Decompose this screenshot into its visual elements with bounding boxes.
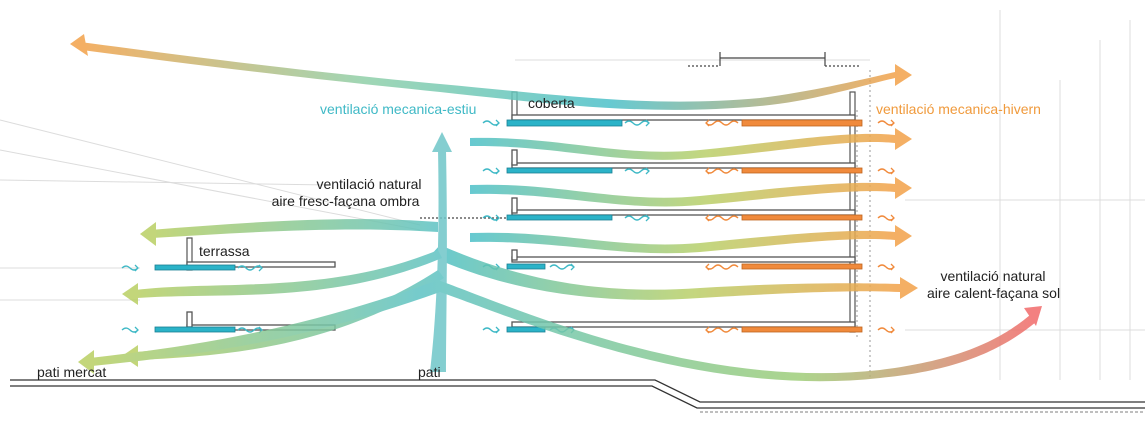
floor-airflow-1	[470, 133, 895, 160]
label-ventilacio-mecanica-hivern: ventilació mecanica-hivern	[876, 101, 1041, 117]
summer-ducts	[154, 119, 623, 333]
label-natural-fresc-line1: ventilació natural	[316, 176, 422, 192]
slab-coberta	[511, 114, 856, 121]
label-natural-fresc-line2: aire fresc-façana ombra	[271, 193, 420, 209]
airflow-ribbons	[70, 34, 1042, 382]
fresh-air-left-ribbon	[150, 219, 438, 238]
floor-airflow-3	[470, 230, 895, 254]
main-building-slabs	[511, 114, 856, 328]
label-coberta: coberta	[528, 95, 575, 111]
label-natural-calent-line1: ventilació natural	[940, 268, 1046, 284]
roof-airflow-ribbon	[80, 42, 895, 110]
winter-ducts	[741, 119, 863, 333]
label-pati-mercat: pati mercat	[37, 364, 107, 380]
label-ventilacio-mecanica-estiu: ventilació mecanica-estiu	[320, 101, 477, 117]
winter-airflow-squiggles	[705, 119, 895, 334]
label-terrassa: terrassa	[199, 243, 250, 259]
terrace-airflow-1	[135, 250, 442, 298]
label-pati: pati	[418, 364, 441, 380]
slab-floor-2	[511, 162, 856, 169]
warm-air-long-ribbon	[90, 280, 1036, 382]
slab-floor-3	[511, 209, 856, 216]
slab-floor-4	[511, 256, 856, 263]
label-natural-calent-line2: aire calent-façana sol	[927, 285, 1061, 301]
roof-skylight	[688, 52, 860, 67]
ground-section	[10, 379, 1145, 413]
pati-rising-plume	[430, 150, 447, 372]
slab-floor-5	[511, 321, 856, 328]
lower-floor-airflow	[430, 245, 900, 300]
background-context	[0, 10, 1145, 380]
floor-airflow-2	[470, 182, 895, 207]
